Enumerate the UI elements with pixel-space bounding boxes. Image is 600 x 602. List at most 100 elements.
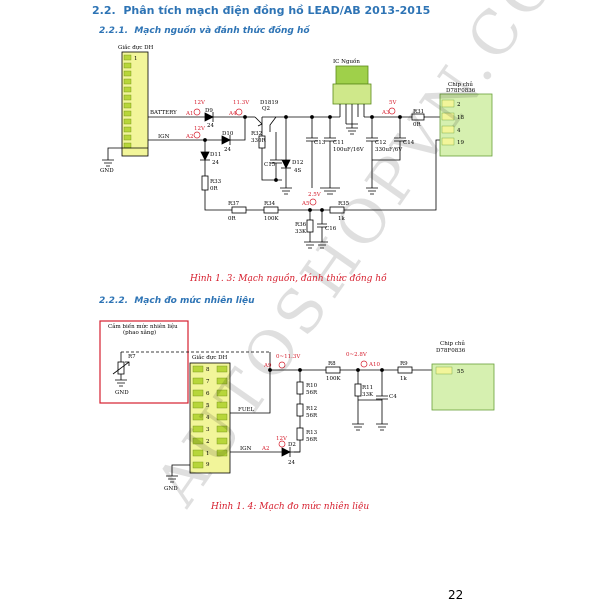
- r10-value: 56R: [306, 390, 318, 396]
- r7-label: R7: [128, 354, 136, 360]
- r34-value: 100K: [264, 216, 279, 222]
- net-a4: A4: [228, 111, 237, 117]
- r36-label: R36: [295, 222, 307, 228]
- figure-2-caption: Hình 1. 4: Mạch đo mức nhiên liệu: [211, 502, 370, 512]
- fuel-label: FUEL: [238, 407, 254, 413]
- battery-label: BATTERY: [150, 110, 177, 116]
- voltage-0-11v: 0~11.3V: [276, 354, 301, 360]
- r33-label: R33: [210, 179, 222, 185]
- r32-value: 330R: [251, 138, 266, 144]
- gnd-label: GND: [100, 168, 114, 174]
- chip-model: D78F0836: [446, 88, 476, 94]
- net-a1: A1: [185, 111, 193, 117]
- voltage-11v: 11.3V: [233, 100, 250, 106]
- section-number: 2.2.: [92, 4, 116, 17]
- c14-label: C14: [403, 140, 415, 146]
- d11-label: D11: [210, 152, 221, 158]
- chip-pin: 55: [457, 369, 464, 375]
- chip-pin: 2: [457, 102, 461, 108]
- d12-label: D12: [292, 160, 303, 166]
- r35-value: 1k: [338, 216, 345, 222]
- connector-title: Giắc đực DH: [118, 44, 154, 51]
- c12-value: 330uF/6V: [375, 147, 403, 153]
- connector-pin-label: 6: [206, 391, 210, 397]
- connector-pin-label: 2: [206, 439, 210, 445]
- r8-value: 100K: [326, 376, 341, 382]
- d11-value: 24: [212, 160, 219, 166]
- connector-pin-label: 4: [206, 415, 210, 421]
- chip-pin: 18: [457, 115, 464, 121]
- ign-label: IGN: [240, 446, 252, 452]
- voltage-12v-b: 12V: [194, 126, 206, 132]
- r32-label: R32: [251, 131, 262, 137]
- c16-label: C16: [325, 226, 337, 232]
- d10-label: D10: [222, 131, 234, 137]
- chip-pin: 4: [457, 128, 461, 134]
- d12-value: 4S: [294, 168, 301, 174]
- r37-value: 0R: [228, 216, 236, 222]
- c11-value: 100uF/16V: [333, 147, 365, 153]
- q2-label: Q2: [262, 106, 270, 112]
- r36-value: 33K: [295, 229, 307, 235]
- r31-label: R31: [413, 109, 424, 115]
- d10-value: 24: [224, 147, 231, 153]
- connector-title: Giắc đực DH: [192, 354, 228, 361]
- chip-label: Chip chủ: [440, 340, 465, 347]
- r33-value: 0R: [210, 186, 218, 192]
- connector-pin-label: 5: [206, 403, 210, 409]
- r9-label: R9: [400, 361, 408, 367]
- r11-value: 33K: [362, 392, 374, 398]
- q2-model: D1819: [260, 100, 279, 106]
- c4-label: C4: [389, 394, 397, 400]
- connector-pins: [123, 54, 132, 149]
- net-a10: A10: [368, 362, 380, 368]
- r35-label: R35: [338, 201, 350, 207]
- r31-value: 0R: [413, 122, 421, 128]
- ic-label: IC Nguồn: [333, 57, 360, 65]
- section-title: Phân tích mạch điện đồng hồ LEAD/AB 2013…: [123, 4, 431, 17]
- sensor-title: Cảm biến mức nhiên liệu: [108, 323, 178, 330]
- connector-pin-label: 3: [206, 427, 210, 433]
- net-a9: A9: [263, 363, 272, 369]
- c13-label: C13: [314, 140, 326, 146]
- ign-label: IGN: [158, 134, 170, 140]
- r34-label: R34: [264, 201, 276, 207]
- subsection-heading-1: 2.2.1. Mạch nguồn và đánh thức đồng hồ: [99, 26, 310, 36]
- subsection-heading-2: 2.2.2. Mạch đo mức nhiên liệu: [99, 296, 254, 306]
- r12-label: R12: [306, 406, 317, 412]
- sensor-gnd-label: GND: [115, 390, 129, 396]
- voltage-2-5v: 2.5V: [308, 192, 322, 198]
- subsection-number: 2.2.2.: [99, 296, 129, 306]
- c12-label: C12: [375, 140, 386, 146]
- chip-model: D78F0836: [436, 348, 466, 354]
- sensor-subtitle: (phao xăng): [123, 329, 156, 336]
- chip-label: Chip chủ: [448, 81, 473, 88]
- connector-pin-label: 9: [206, 462, 210, 468]
- r9-value: 1k: [400, 376, 407, 382]
- net-a3: A3: [381, 110, 390, 116]
- chip-pin: 19: [457, 140, 464, 146]
- connector-pin-label: 1: [134, 56, 138, 62]
- subsection-title: Mạch nguồn và đánh thức đồng hồ: [134, 26, 310, 36]
- subsection-title: Mạch đo mức nhiên liệu: [134, 296, 255, 306]
- net-a5: A5: [301, 201, 310, 207]
- d9-label: D9: [205, 108, 213, 114]
- net-a2: A2: [185, 134, 193, 140]
- d2-value: 24: [288, 460, 295, 466]
- subsection-number: 2.2.1.: [99, 26, 129, 36]
- net-a2: A2: [261, 446, 269, 452]
- d9-value: 24: [207, 123, 214, 129]
- connector-pin-label: 1: [206, 451, 210, 457]
- sensor-frame: [99, 320, 189, 404]
- figure-1-caption: Hình 1. 3: Mạch nguồn, đánh thức đồng hồ: [190, 274, 387, 284]
- connector-pin-label: 7: [206, 379, 210, 385]
- r37-label: R37: [228, 201, 240, 207]
- page-number: 22: [448, 588, 464, 602]
- connector-pin-label: 8: [206, 367, 210, 373]
- connector-gnd-label: GND: [164, 486, 178, 492]
- voltage-5v: 5V: [389, 100, 397, 106]
- r11-label: R11: [362, 385, 373, 391]
- c11-label: C11: [333, 140, 344, 146]
- voltage-0-2-8v: 0~2.8V: [346, 352, 368, 358]
